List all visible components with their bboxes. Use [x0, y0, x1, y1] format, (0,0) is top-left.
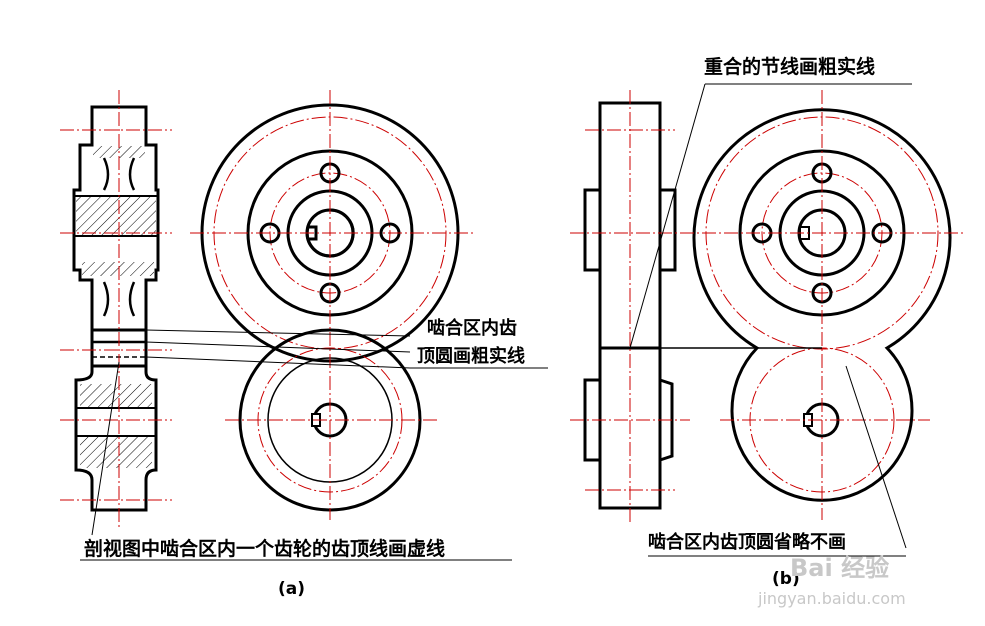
label-mesh-tip-2: 顶圆画粗实线 [417, 345, 525, 367]
upper-web-curve-3 [102, 281, 110, 317]
figure-b: 重合的节线画粗实线 啮合区内齿顶圆省略不画 (b) [570, 55, 965, 589]
leaders-a [80, 329, 548, 561]
lower-gear-section-outline [74, 364, 158, 512]
merged-tip-outline [692, 108, 952, 502]
side-hub-left-lower [583, 378, 600, 462]
leader-omit-diag [845, 365, 907, 549]
lower-hatch-lower [80, 436, 152, 468]
watermark: Bai 经验 jingyan.baidu.com [757, 554, 906, 608]
upper-web-curve-2 [128, 157, 136, 191]
label-fig-b: (b) [772, 569, 800, 589]
side-hub-left-upper [583, 188, 600, 272]
upper-hatch-rim-bottom [82, 262, 154, 276]
section-view-a [60, 90, 172, 530]
figure-a: 啮合区内齿 顶圆画粗实线 剖视图中啮合区内一个齿轮的齿顶线画虚线 (a) [60, 90, 548, 599]
label-section-dashed: 剖视图中啮合区内一个齿轮的齿顶线画虚线 [84, 537, 445, 560]
front-view-b [660, 90, 965, 520]
upper-web-curve-1 [102, 157, 110, 191]
side-view-b [570, 90, 690, 525]
leaders-b [629, 83, 912, 557]
upper-web-curve-4 [128, 281, 136, 317]
watermark-brand: Bai 经验 [790, 554, 889, 582]
leader-mesh-2 [145, 341, 411, 353]
leader-mesh-1 [145, 329, 411, 337]
front-view-a [190, 90, 475, 520]
leader-pitch-diag [629, 83, 706, 349]
side-hub-right-upper [660, 188, 677, 272]
label-omit-tip: 啮合区内齿顶圆省略不画 [648, 531, 846, 553]
label-pitch-thick: 重合的节线画粗实线 [704, 55, 875, 78]
label-mesh-tip-1: 啮合区内齿 [427, 317, 517, 339]
upper-hatch-hub [76, 196, 156, 236]
lower-hatch-upper [80, 384, 152, 408]
watermark-url: jingyan.baidu.com [757, 589, 906, 608]
leader-mesh-3 [145, 356, 411, 369]
label-fig-a: (a) [278, 579, 305, 599]
leader-section-diag [91, 361, 120, 536]
